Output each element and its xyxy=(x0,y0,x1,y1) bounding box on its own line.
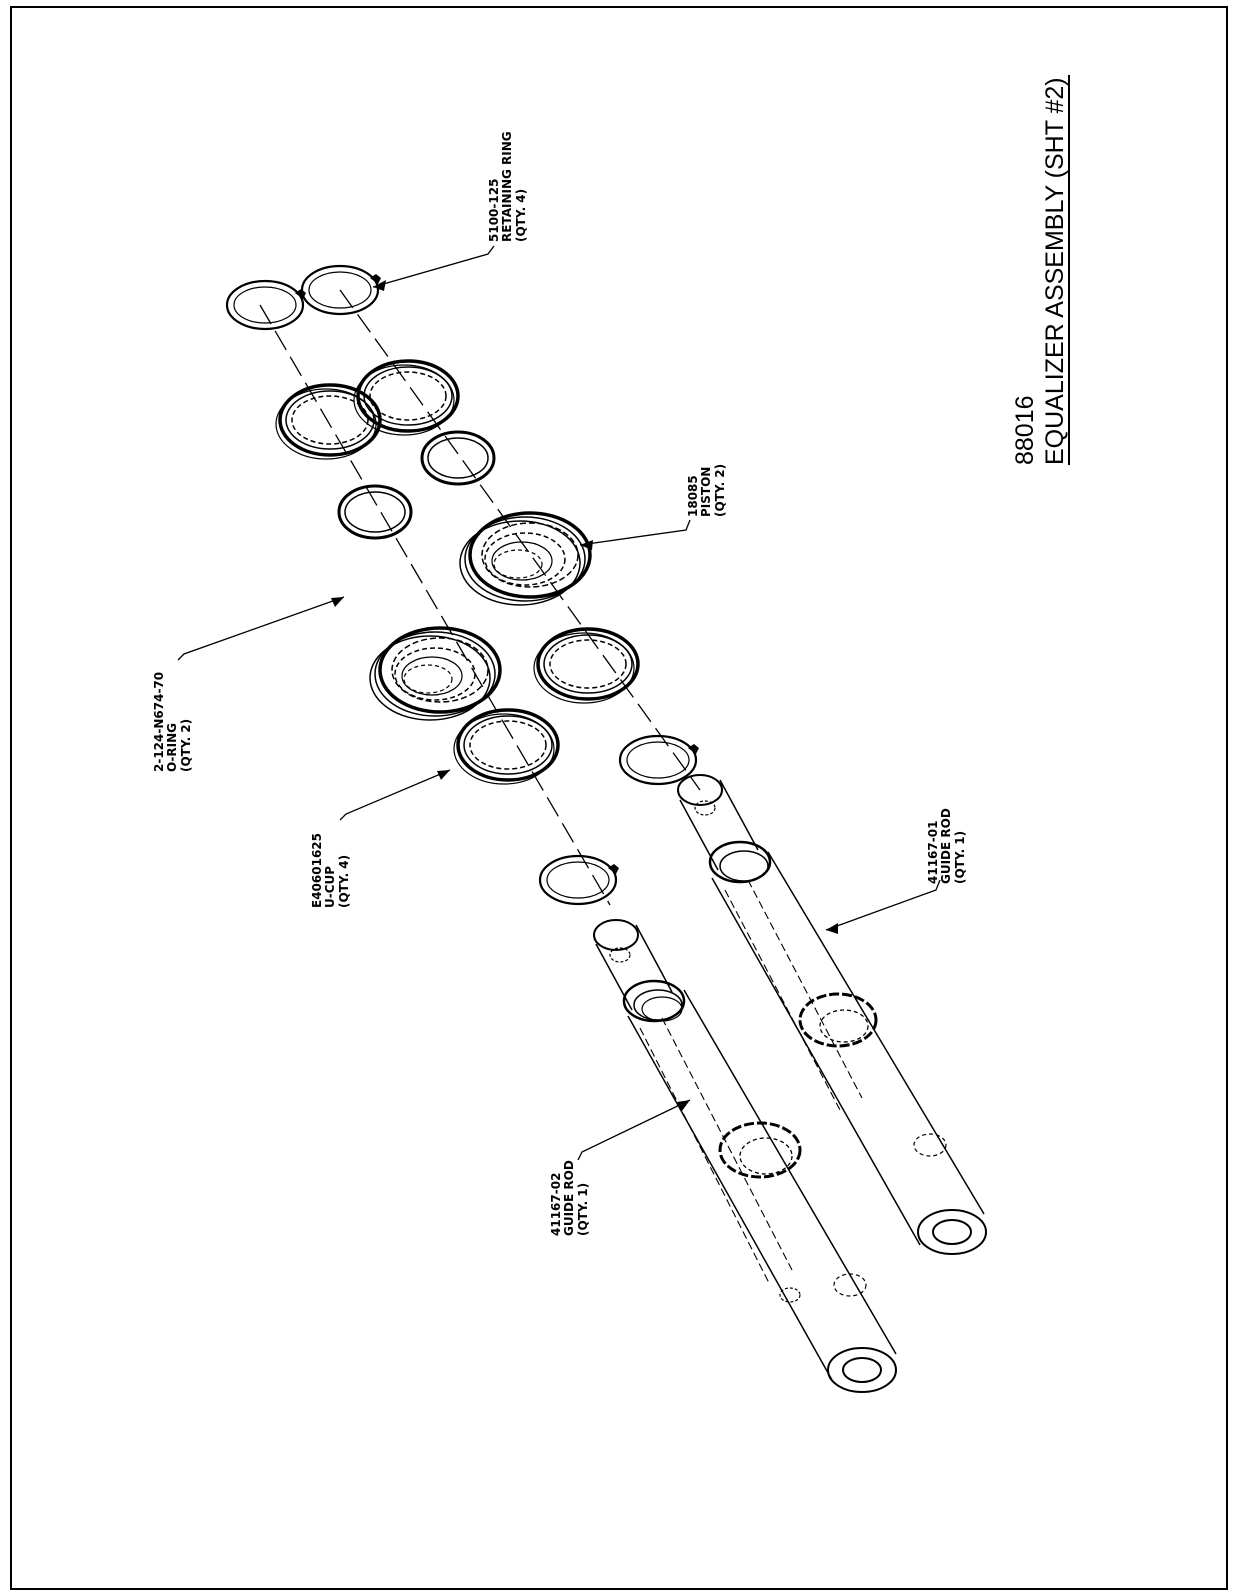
drawing-title: EQUALIZER ASSEMBLY (SHT #2) xyxy=(1041,77,1069,465)
callout-description: GUIDE ROD xyxy=(939,808,953,884)
guide-rod-01-part xyxy=(677,774,987,1255)
arrowhead-icon xyxy=(677,1100,690,1111)
callout-description: GUIDE ROD xyxy=(562,1160,576,1236)
o-ring-part xyxy=(337,484,413,540)
callout-piston: 18085 PISTON (QTY. 2) xyxy=(686,464,727,517)
piston-part xyxy=(458,511,592,607)
drawing-sheet-border xyxy=(10,6,1228,1590)
callout-part-number: 5100-125 xyxy=(487,179,501,242)
callout-part-number: 41167-01 xyxy=(926,821,940,884)
callout-description: PISTON xyxy=(699,467,713,517)
callout-description: RETAINING RING xyxy=(500,131,514,242)
callout-guide-rod-01: 41167-01 GUIDE ROD (QTY. 1) xyxy=(926,808,967,884)
piston-part xyxy=(368,626,502,722)
callout-part-number: 41167-02 xyxy=(549,1173,563,1236)
callout-description: O-RING xyxy=(165,723,179,772)
retaining-ring-part xyxy=(225,279,308,331)
center-line-lower xyxy=(339,289,701,791)
guide-rod-02-part xyxy=(593,919,897,1393)
callout-o-ring: 2-124-N674-70 O-RING (QTY. 2) xyxy=(152,672,193,772)
leader-piston xyxy=(579,519,691,546)
callout-quantity: (QTY. 2) xyxy=(179,719,193,772)
center-line-upper xyxy=(259,304,611,906)
arrowhead-icon xyxy=(373,280,386,291)
callout-u-cup: E40601625 U-CUP (QTY. 4) xyxy=(310,833,351,908)
drawing-title-block: 88016 EQUALIZER ASSEMBLY (SHT #2) xyxy=(1011,75,1070,465)
u-cup-part xyxy=(352,359,460,437)
leader-o-ring xyxy=(177,596,345,661)
callout-quantity: (QTY. 1) xyxy=(953,831,967,884)
callout-part-number: 18085 xyxy=(686,475,700,517)
callout-part-number: 2-124-N674-70 xyxy=(152,672,166,772)
o-ring-part xyxy=(420,430,496,486)
retaining-ring-part xyxy=(300,264,383,316)
retaining-ring-part xyxy=(538,854,621,906)
drawing-number: 88016 xyxy=(1011,395,1039,465)
arrowhead-icon xyxy=(437,770,450,780)
arrowhead-icon xyxy=(331,597,344,607)
callout-part-number: E40601625 xyxy=(310,833,324,908)
callout-description: U-CUP xyxy=(323,866,337,908)
leader-u-cup xyxy=(339,769,451,821)
callout-quantity: (QTY. 4) xyxy=(514,189,528,242)
callout-quantity: (QTY. 2) xyxy=(713,464,727,517)
leader-retaining-ring xyxy=(372,245,495,288)
callout-quantity: (QTY. 4) xyxy=(337,855,351,908)
leader-guide-rod-02 xyxy=(577,1099,691,1161)
callout-guide-rod-02: 41167-02 GUIDE ROD (QTY. 1) xyxy=(549,1160,590,1236)
u-cup-part xyxy=(532,627,640,705)
arrowhead-icon xyxy=(580,540,593,550)
callout-quantity: (QTY. 1) xyxy=(576,1183,590,1236)
leader-guide-rod-01 xyxy=(825,879,941,931)
u-cup-part xyxy=(452,708,560,786)
callout-retaining-ring: 5100-125 RETAINING RING (QTY. 4) xyxy=(487,131,528,242)
arrowhead-icon xyxy=(826,923,838,934)
